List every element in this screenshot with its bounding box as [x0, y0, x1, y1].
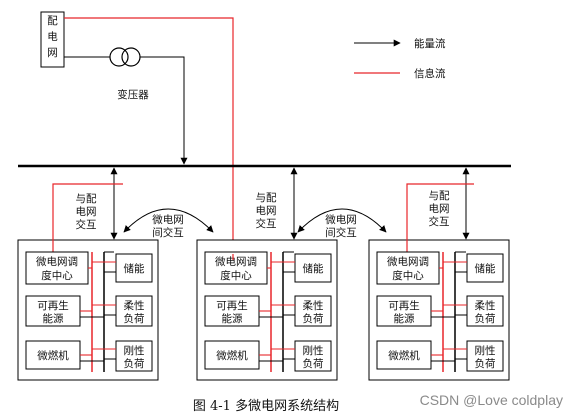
- microgrid-1-renewable-label-2: 能源: [43, 312, 64, 325]
- microgrid-3-renewable-label-2: 能源: [394, 312, 415, 325]
- microgrid-2-storage-label: 储能: [303, 262, 324, 275]
- mg-interaction-label-2-line2: 间交互: [325, 226, 357, 239]
- mg-interaction-arrow-2: [297, 208, 387, 233]
- microgrid-2-rigid-load-label-1: 刚性: [303, 344, 324, 357]
- microgrid-1-flexible-load-label-2: 负荷: [124, 312, 145, 325]
- microgrid-1-flexible-load-label-1: 柔性: [124, 299, 145, 312]
- microgrid-2-renewable-label-1: 可再生: [216, 299, 248, 312]
- microgrid-1-flexible-load-box: [115, 295, 153, 327]
- figure-caption: 图 4-1 多微电网系统结构: [193, 398, 339, 414]
- watermark: CSDN @Love coldplay: [420, 392, 563, 408]
- grid-label-2: 电: [47, 30, 58, 43]
- microgrid-2-storage-box: [294, 253, 332, 283]
- microgrid-3-info-uplink: [406, 183, 474, 254]
- transformer-coil-left: [109, 47, 129, 67]
- microgrid-3-gas-turbine-label: 微燃机: [388, 349, 420, 362]
- legend-info-label: 信息流: [414, 67, 446, 80]
- microgrid-3-flexible-load-box: [466, 295, 504, 327]
- microgrid-3-controller-label-2: 度中心: [392, 269, 424, 282]
- microgrid-1-controller-label-1: 微电网调: [36, 255, 78, 268]
- grid-interaction-label-1-line3: 交互: [76, 218, 97, 231]
- microgrid-1-rigid-load-label-2: 负荷: [124, 357, 145, 370]
- microgrid-3-rigid-load-label-2: 负荷: [475, 357, 496, 370]
- grid-interaction-label-2-line1: 与配: [256, 192, 277, 204]
- microgrid-2-flexible-load-label-2: 负荷: [303, 312, 324, 325]
- microgrid-1-controller-box: [25, 251, 89, 285]
- microgrid-1-rigid-load-label-1: 刚性: [124, 344, 145, 357]
- grid-interaction-label-3-line2: 电网: [429, 202, 450, 215]
- distribution-grid-box: [40, 11, 65, 68]
- microgrid-3-gas-turbine-box: [376, 340, 432, 370]
- mg-interaction-label-2-line1: 微电网: [325, 213, 357, 226]
- microgrid-2-gas-turbine-box: [204, 340, 260, 370]
- microgrid-1-rigid-load-box: [115, 340, 153, 372]
- microgrid-1-info-uplink: [52, 183, 123, 254]
- grid-interaction-label-1-line2: 电网: [76, 205, 97, 218]
- microgrid-1-renewable-box: [25, 295, 81, 327]
- microgrid-2-rigid-load-box: [294, 340, 332, 372]
- grid-interaction-label-2-line2: 电网: [256, 204, 277, 217]
- transformer-label: 变压器: [117, 88, 149, 101]
- grid-interaction-label-2-line3: 交互: [256, 217, 277, 230]
- mg-interaction-label-1-line2: 间交互: [152, 226, 184, 239]
- microgrid-3-renewable-box: [376, 295, 432, 327]
- microgrid-2-controller-label-1: 微电网调: [215, 255, 257, 268]
- microgrid-3-controller-box: [376, 251, 440, 285]
- transformer-to-bus-line: [140, 56, 188, 165]
- microgrid-3-storage-box: [466, 253, 504, 283]
- grid-label-1: 配: [47, 15, 58, 27]
- microgrid-1-gas-turbine-box: [25, 340, 81, 370]
- microgrid-1-renewable-label-1: 可再生: [37, 299, 69, 312]
- microgrid-2-flexible-load-box: [294, 295, 332, 327]
- microgrid-3-rigid-load-label-1: 刚性: [475, 344, 496, 357]
- microgrid-3-renewable-label-1: 可再生: [388, 299, 420, 312]
- grid-interaction-label-1-line1: 与配: [76, 193, 97, 205]
- grid-label-3: 网: [47, 47, 58, 59]
- grid-info-line: [64, 17, 234, 254]
- legend-energy-label: 能量流: [414, 37, 446, 50]
- microgrid-2-renewable-label-2: 能源: [222, 312, 243, 325]
- microgrid-1-storage-label: 储能: [124, 262, 145, 275]
- microgrid-2-gas-turbine-label: 微燃机: [216, 349, 248, 362]
- microgrid-3-flexible-load-label-1: 柔性: [475, 299, 496, 312]
- transformer-coil-right: [121, 47, 141, 67]
- microgrid-group: 微电网调度中心可再生能源微燃机储能柔性负荷刚性负荷微电网调度中心可再生能源微燃机…: [17, 167, 510, 381]
- mg-interaction-label-1-line1: 微电网: [152, 213, 184, 226]
- microgrid-2-flexible-load-label-1: 柔性: [303, 299, 324, 312]
- grid-interaction-label-3-line1: 与配: [429, 190, 450, 202]
- microgrid-3-storage-label: 储能: [475, 262, 496, 275]
- mg-interaction-arrow-1: [123, 208, 214, 233]
- microgrid-3-flexible-load-label-2: 负荷: [475, 312, 496, 325]
- microgrid-1-gas-turbine-label: 微燃机: [37, 349, 69, 362]
- microgrid-1-storage-box: [115, 253, 153, 283]
- microgrid-2-controller-box: [204, 251, 268, 285]
- microgrid-2-rigid-load-label-2: 负荷: [303, 357, 324, 370]
- microgrid-1-controller-label-2: 度中心: [41, 269, 73, 282]
- microgrid-2-controller-label-2: 度中心: [220, 269, 252, 282]
- grid-interaction-label-3-line3: 交互: [429, 215, 450, 228]
- microgrid-3-controller-label-1: 微电网调: [387, 255, 429, 268]
- microgrid-3-rigid-load-box: [466, 340, 504, 372]
